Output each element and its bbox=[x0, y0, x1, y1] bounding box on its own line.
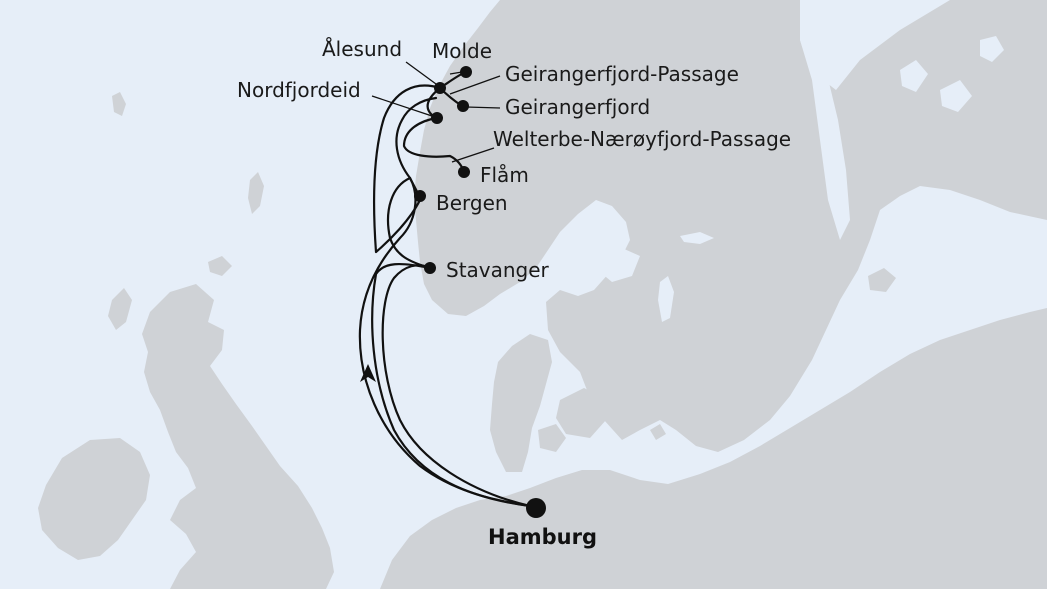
label-geirangerfjord: Geirangerfjord bbox=[505, 95, 650, 119]
port-dot-icon[interactable] bbox=[460, 66, 472, 78]
land-continental-europe bbox=[380, 308, 1047, 589]
route-hamburg-to-stavanger bbox=[381, 264, 532, 508]
land-zealand bbox=[556, 388, 606, 438]
label-bergen: Bergen bbox=[436, 191, 508, 215]
land-orkney bbox=[208, 256, 232, 276]
label-molde: Molde bbox=[432, 39, 492, 63]
port-dot-icon[interactable] bbox=[424, 262, 436, 274]
lake-vanern bbox=[598, 248, 640, 282]
label-geirangerfjord-passage: Geirangerfjord-Passage bbox=[505, 62, 739, 86]
route-naeroyfjord bbox=[402, 116, 466, 174]
land-scandinavia bbox=[414, 0, 1047, 452]
leader-naeroyfjord bbox=[451, 147, 495, 163]
label-nordfjordeid: Nordfjordeid bbox=[237, 78, 361, 102]
port-dot-icon[interactable] bbox=[526, 498, 546, 518]
lake-malaren bbox=[680, 232, 714, 244]
land-shetland bbox=[248, 172, 264, 214]
label-naeroyfjord-passage: Welterbe-Nærøyfjord-Passage bbox=[493, 127, 791, 151]
label-stavanger: Stavanger bbox=[446, 258, 550, 282]
leader-alesund bbox=[405, 61, 437, 85]
port-dot-icon[interactable] bbox=[457, 100, 469, 112]
land-faroe bbox=[112, 92, 126, 116]
lake-finland-1 bbox=[900, 60, 928, 92]
route-outer-coast bbox=[395, 96, 438, 180]
land-great-britain bbox=[142, 284, 334, 589]
land-aland bbox=[830, 254, 854, 276]
lake-finland-2 bbox=[940, 80, 972, 112]
label-hamburg: Hamburg bbox=[488, 525, 597, 549]
land-gotland bbox=[736, 318, 760, 356]
port-dot-icon[interactable] bbox=[431, 112, 443, 124]
port-dot-icon[interactable] bbox=[414, 190, 426, 202]
land-estonia-islands bbox=[868, 268, 896, 292]
land-funen bbox=[538, 424, 566, 452]
port-dot-icon[interactable] bbox=[434, 82, 446, 94]
leader-geirangerfjord bbox=[465, 106, 501, 109]
lake-vattern bbox=[658, 276, 674, 322]
label-alesund: Ålesund bbox=[322, 37, 402, 61]
route-stavanger-outer bbox=[371, 262, 532, 508]
gulf-of-bothnia-edge bbox=[800, 30, 850, 240]
cruise-route bbox=[358, 70, 532, 508]
arrow-head-icon bbox=[360, 364, 376, 382]
port-dot-icon[interactable] bbox=[458, 166, 470, 178]
land-denmark bbox=[490, 334, 552, 472]
leader-nordfjordeid bbox=[371, 95, 433, 117]
land-bornholm bbox=[650, 424, 666, 440]
leader-geirangerfjord-passage bbox=[449, 75, 501, 95]
lake-finland-3 bbox=[980, 36, 1004, 62]
leader-molde bbox=[449, 71, 463, 75]
label-flam: Flåm bbox=[480, 163, 529, 187]
land-oland bbox=[702, 346, 716, 392]
land-ireland bbox=[38, 438, 150, 560]
route-bergen-north-loop bbox=[372, 84, 442, 254]
land-hebrides bbox=[108, 288, 132, 330]
